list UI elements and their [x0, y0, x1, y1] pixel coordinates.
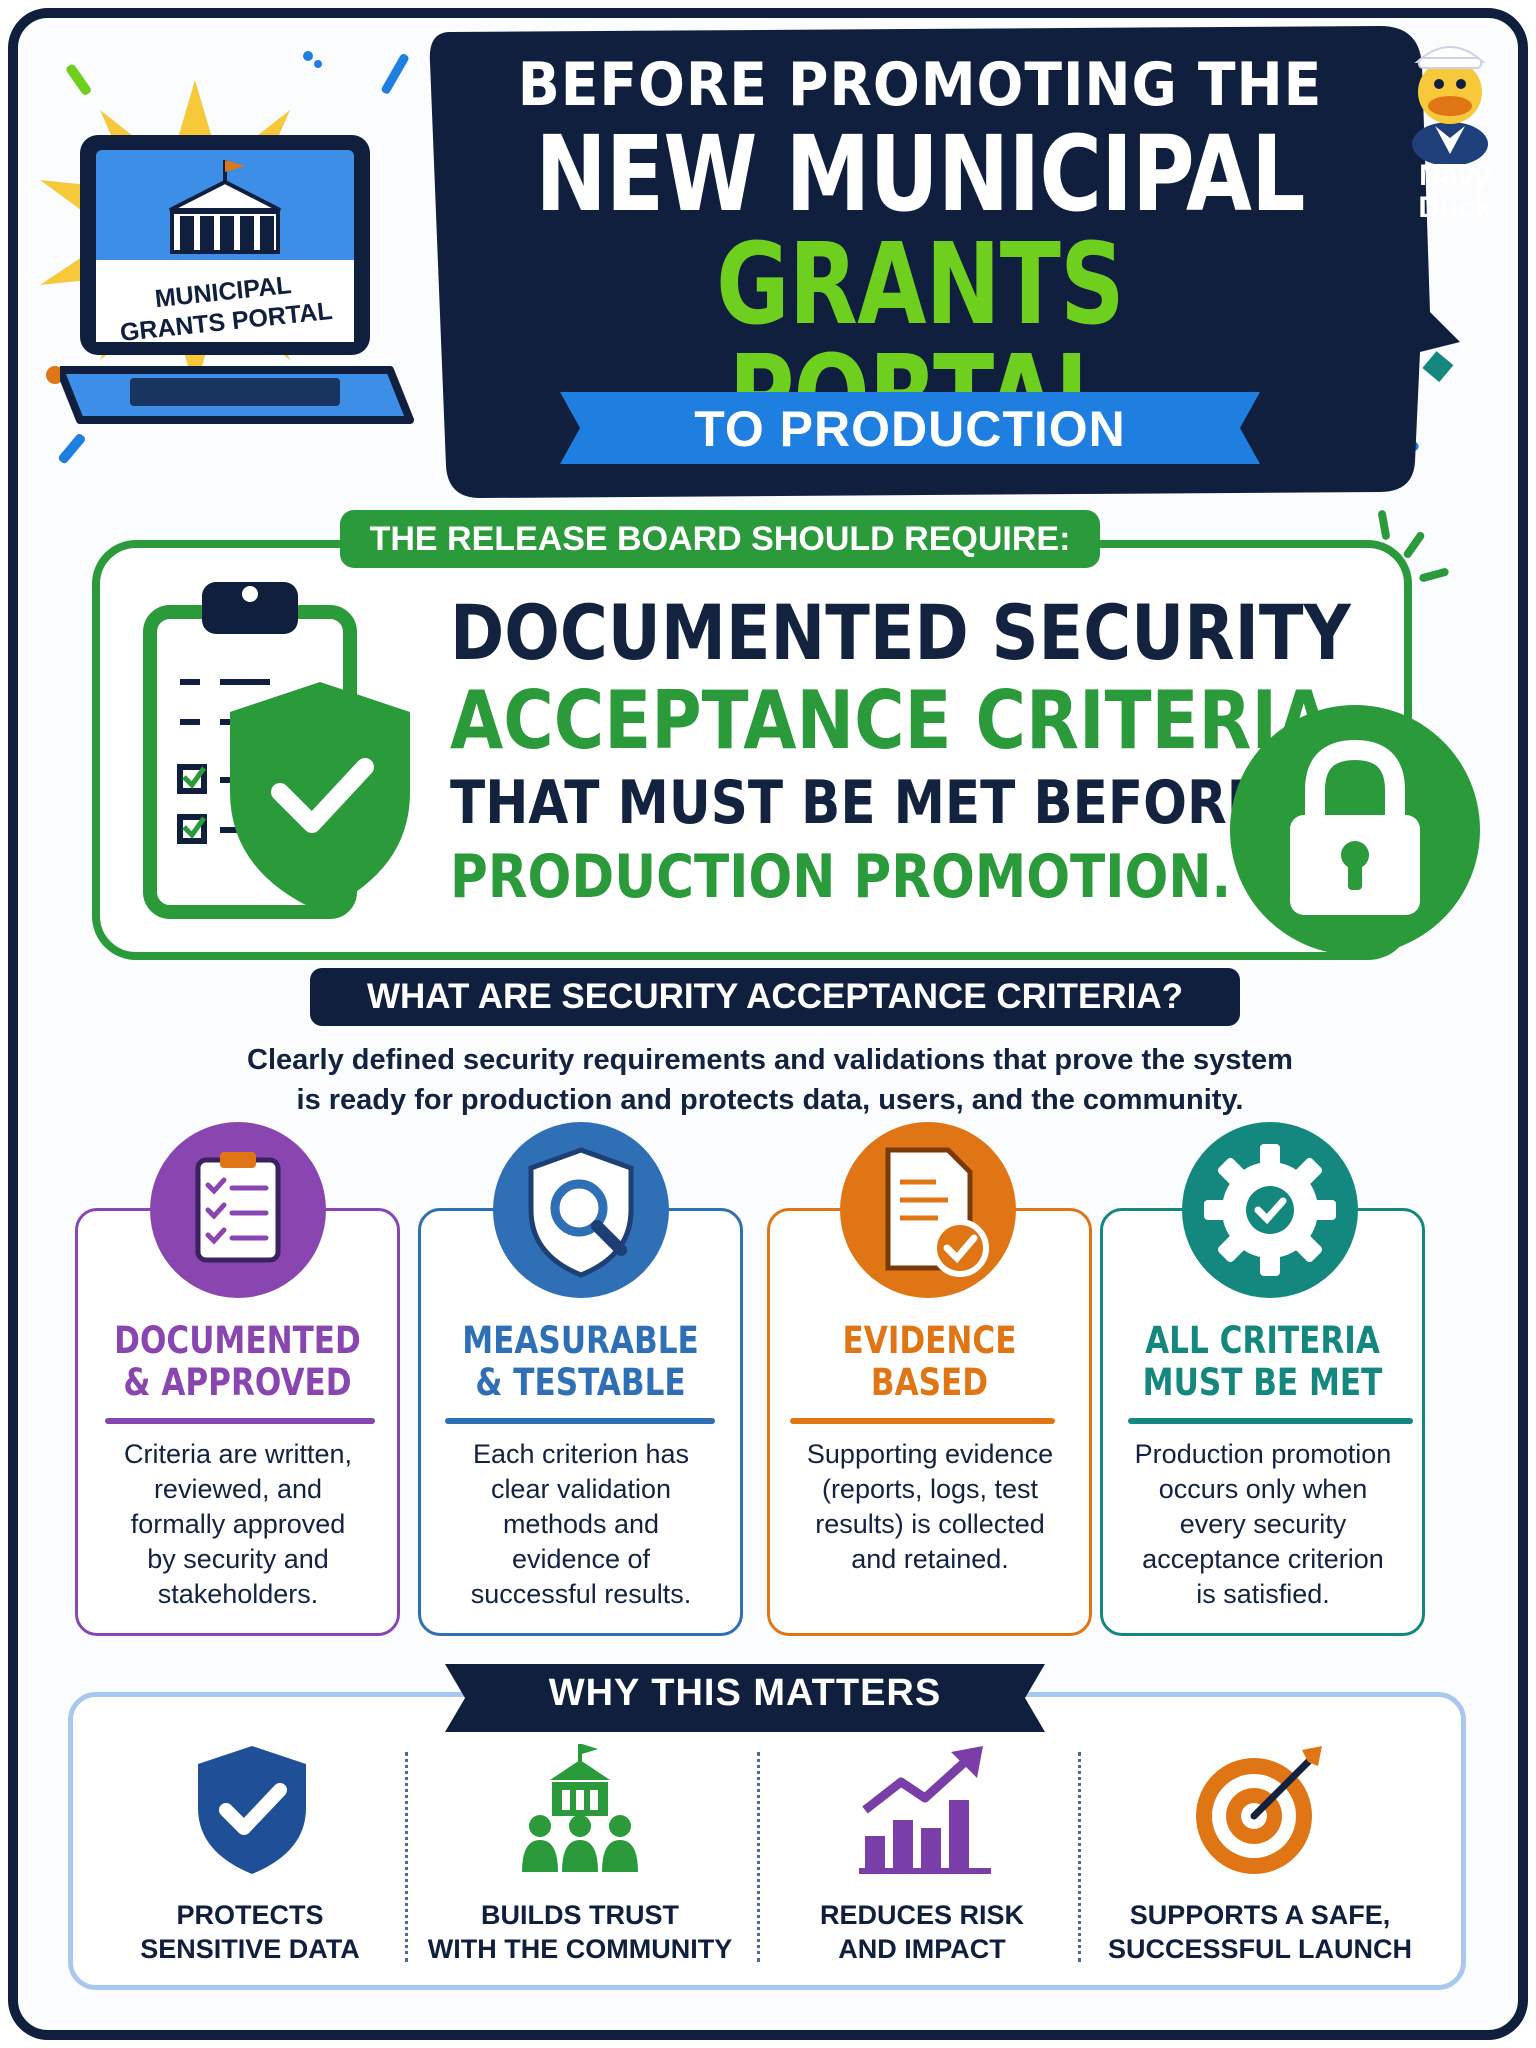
- card-desc-line: occurs only when: [1158, 1474, 1368, 1504]
- card-divider: [445, 1418, 715, 1424]
- why-label-line2: SUCCESSFUL LAUNCH: [1107, 1934, 1412, 1964]
- card-desc-measurable: Each criterion has clear validation meth…: [431, 1437, 731, 1612]
- card-title-evidence: EVIDENCE BASED: [793, 1320, 1066, 1404]
- title-line-1: BEFORE PROMOTING THE: [517, 50, 1323, 120]
- card-title-line1: DOCUMENTED: [114, 1319, 361, 1362]
- card-desc-line: Criteria are written,: [123, 1439, 353, 1469]
- card-desc-line: methods and: [502, 1509, 660, 1539]
- mascot-name-line2: Duck: [1418, 190, 1492, 224]
- why-label-line1: PROTECTS: [176, 1900, 324, 1930]
- card-divider: [790, 1418, 1055, 1424]
- card-desc-evidence: Supporting evidence (reports, logs, test…: [780, 1437, 1080, 1577]
- card-title-line2: BASED: [870, 1361, 989, 1404]
- requirement-line-3: THAT MUST BE MET BEFORE: [450, 768, 1263, 838]
- card-title-measurable: MEASURABLE & TESTABLE: [444, 1320, 717, 1404]
- card-title-documented: DOCUMENTED & APPROVED: [101, 1320, 374, 1404]
- mascot-name-line1: Navy: [1419, 159, 1491, 192]
- card-desc-line: and retained.: [851, 1544, 1009, 1574]
- production-ribbon: [560, 392, 1260, 464]
- card-title-line1: MEASURABLE: [462, 1319, 699, 1362]
- card-desc-line: successful results.: [470, 1579, 692, 1609]
- card-desc-line: by security and: [147, 1544, 329, 1574]
- why-title: WHY THIS MATTERS: [548, 1672, 942, 1714]
- card-desc-line: is satisfied.: [1196, 1579, 1330, 1609]
- why-label-line1: REDUCES RISK: [819, 1900, 1025, 1930]
- definition-description: Clearly defined security requirements an…: [200, 1040, 1340, 1120]
- mascot-name: Navy Duck: [1400, 160, 1510, 223]
- card-desc-line: clear validation: [490, 1474, 672, 1504]
- why-item-trust: BUILDS TRUST WITH THE COMMUNITY: [415, 1898, 745, 1966]
- checklist-clipboard-icon: [150, 1122, 326, 1298]
- why-tab-shape: [445, 1664, 1045, 1732]
- confetti-decoration: [303, 51, 322, 68]
- card-desc-line: stakeholders.: [157, 1579, 319, 1609]
- card-title-line1: EVIDENCE: [842, 1319, 1017, 1362]
- card-title-line2: MUST BE MET: [1142, 1361, 1383, 1404]
- ribbon-label: TO PRODUCTION: [694, 401, 1126, 457]
- requirement-line-1: DOCUMENTED SECURITY: [450, 588, 1351, 677]
- card-desc-all-met: Production promotion occurs only when ev…: [1113, 1437, 1413, 1612]
- card-desc-line: acceptance criterion: [1142, 1544, 1384, 1574]
- card-desc-line: evidence of: [511, 1544, 651, 1574]
- card-desc-line: Production promotion: [1134, 1439, 1392, 1469]
- title-line-2: NEW MUNICIPAL: [535, 113, 1305, 235]
- city-hall-icon: [169, 179, 281, 254]
- card-desc-line: results) is collected: [815, 1509, 1045, 1539]
- title-panel: [429, 26, 1460, 498]
- laptop-icon: MUNICIPAL GRANTS PORTAL: [60, 135, 414, 424]
- why-item-launch: SUPPORTS A SAFE, SUCCESSFUL LAUNCH: [1095, 1898, 1425, 1966]
- target-arrow-icon: [1196, 1746, 1322, 1874]
- card-desc-line: Each criterion has: [472, 1439, 690, 1469]
- definition-heading: WHAT ARE SECURITY ACCEPTANCE CRITERIA?: [310, 968, 1240, 1026]
- dotted-divider: [405, 1752, 408, 1962]
- why-label-line2: SENSITIVE DATA: [140, 1934, 360, 1964]
- card-desc-line: formally approved: [130, 1509, 346, 1539]
- clipboard-shield-icon: [143, 582, 410, 919]
- requirement-line-2: ACCEPTANCE CRITERIA: [450, 674, 1331, 767]
- gear-check-icon: [1182, 1122, 1358, 1298]
- document-check-icon: [840, 1122, 1016, 1298]
- card-desc-line: Supporting evidence: [806, 1439, 1054, 1469]
- confetti-decoration: [58, 433, 85, 464]
- why-label-line1: SUPPORTS A SAFE,: [1129, 1900, 1391, 1930]
- community-building-icon: [522, 1744, 638, 1872]
- shield-magnifier-icon: [493, 1122, 669, 1298]
- card-divider: [105, 1418, 375, 1424]
- card-desc-line: (reports, logs, test: [821, 1474, 1039, 1504]
- requirement-line-4: PRODUCTION PROMOTION.: [450, 842, 1232, 912]
- card-desc-line: reviewed, and: [153, 1474, 323, 1504]
- card-title-line1: ALL CRITERIA: [1145, 1319, 1380, 1362]
- card-desc-line: every security: [1179, 1509, 1347, 1539]
- why-item-protects: PROTECTS SENSITIVE DATA: [85, 1898, 415, 1966]
- card-divider: [1128, 1418, 1413, 1424]
- title-block: BEFORE PROMOTING THE NEW MUNICIPAL GRANT…: [440, 50, 1400, 453]
- shield-check-icon: [198, 1746, 306, 1874]
- dotted-divider: [757, 1752, 760, 1962]
- definition-line-1: Clearly defined security requirements an…: [247, 1044, 1293, 1076]
- requirement-statement: DOCUMENTED SECURITY ACCEPTANCE CRITERIA …: [450, 588, 1351, 914]
- confetti-decoration: [1422, 351, 1454, 383]
- card-title-all-met: ALL CRITERIA MUST BE MET: [1126, 1320, 1399, 1404]
- why-item-risk: REDUCES RISK AND IMPACT: [757, 1898, 1087, 1966]
- definition-line-2: is ready for production and protects dat…: [296, 1084, 1244, 1116]
- confetti-decoration: [381, 54, 409, 94]
- bar-chart-arrow-icon: [859, 1746, 991, 1874]
- card-title-line2: & APPROVED: [123, 1361, 352, 1404]
- why-label-line2: WITH THE COMMUNITY: [427, 1934, 733, 1964]
- alert-rays-decoration: [1378, 510, 1449, 582]
- dotted-divider: [1078, 1752, 1081, 1962]
- card-desc-documented: Criteria are written, reviewed, and form…: [88, 1437, 388, 1612]
- why-label-line2: AND IMPACT: [838, 1934, 1006, 1964]
- why-label-line1: BUILDS TRUST: [481, 1900, 679, 1930]
- padlock-icon: [1230, 705, 1480, 955]
- confetti-decoration: [66, 64, 91, 95]
- navy-duck-mascot-icon: [1412, 46, 1488, 164]
- release-board-tag: THE RELEASE BOARD SHOULD REQUIRE:: [340, 510, 1100, 568]
- card-title-line2: & TESTABLE: [475, 1361, 686, 1404]
